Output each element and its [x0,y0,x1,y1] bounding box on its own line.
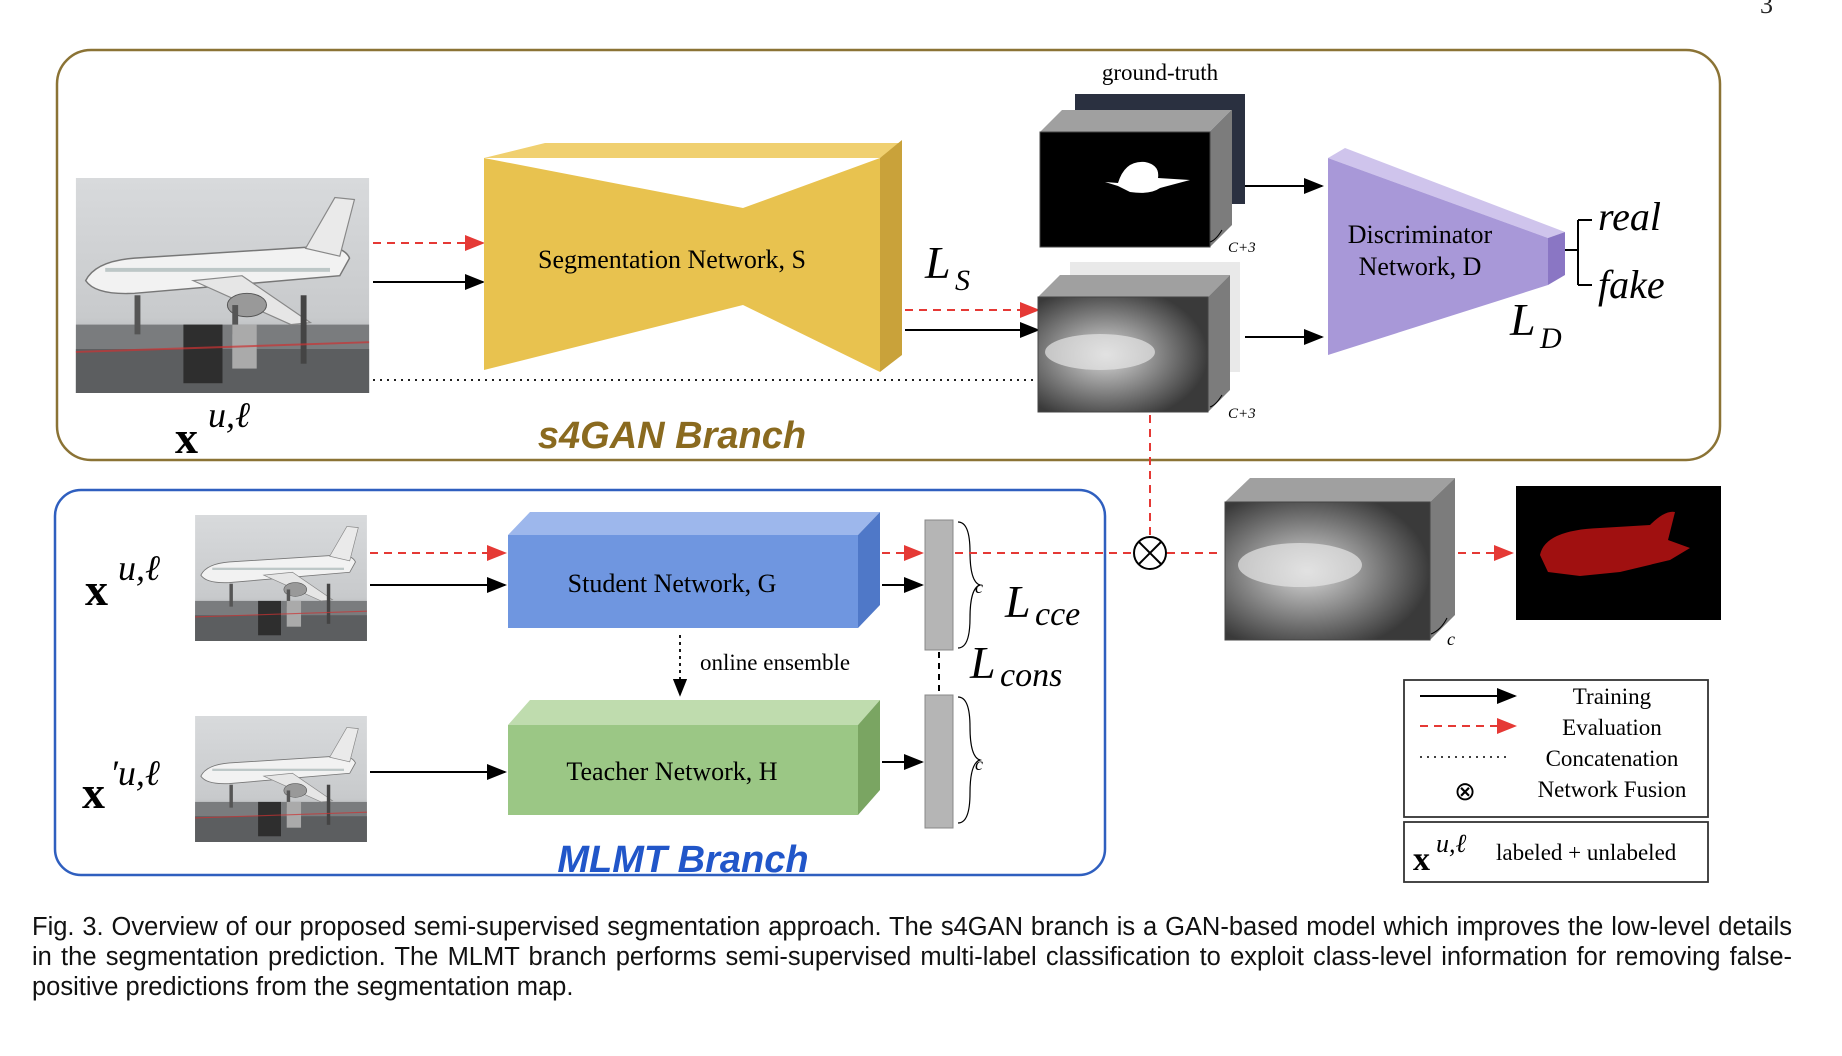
real-fake-bracket [1565,219,1592,286]
legend-x: x [1413,841,1430,878]
ground-truth-volume [1039,94,1245,248]
fake-label: fake [1598,262,1665,307]
fused-volume [1224,478,1455,641]
legend-fusion-symbol: ⊗ [1454,777,1476,807]
figure-caption: Fig. 3. Overview of our proposed semi-su… [32,913,1792,1001]
mlmt-input2-x: x [82,767,105,818]
s4gan-input-x: x [175,412,198,463]
mlmt-input-image-2 [195,716,367,842]
c3-label-a: C+3 [1228,240,1256,256]
teacher-network [508,700,880,815]
online-ensemble-label: online ensemble [700,650,850,675]
real-label: real [1598,194,1661,239]
student-network [508,512,880,628]
loss-d: L [1509,294,1536,345]
ground-truth-label: ground-truth [1102,60,1219,85]
prediction-volume [1037,262,1240,413]
loss-cce: L [1004,576,1031,627]
loss-s: L [924,237,951,288]
fused-c-label: c [1447,629,1455,649]
class-c-label-b: c [975,754,983,774]
disc-label-line1: Discriminator [1348,220,1493,249]
legend: ⊗ Training Evaluation Concatenation Netw… [1403,679,1709,818]
segmentation-network-label: Segmentation Network, S [538,245,806,274]
student-network-label: Student Network, G [568,569,777,598]
page-number: 3 [1760,0,1773,19]
discriminator-network [1328,148,1565,355]
legend-x-sup: u,ℓ [1436,829,1467,858]
s4gan-branch-title: s4GAN Branch [538,415,806,457]
loss-cce-sub: cce [1035,596,1080,633]
mlmt-branch-box [53,488,1107,877]
loss-d-sub: D [1539,322,1562,355]
legend-training: Training [1573,684,1652,709]
teacher-network-label: Teacher Network, H [566,757,777,786]
mlmt-input1-x: x [85,564,108,615]
mlmt-input1-sup: u,ℓ [118,548,160,588]
class-c-label-a: c [975,577,983,597]
legend-input-box: x u,ℓ labeled + unlabeled [1403,821,1709,883]
teacher-class-vector [924,694,954,829]
legend-x-desc: labeled + unlabeled [1496,840,1677,865]
loss-cons-sub: cons [1000,657,1062,694]
mlmt-branch-title: MLMT Branch [557,839,808,881]
s4gan-input-image [75,178,370,393]
network-fusion-node [1133,536,1167,570]
c3-label-b: C+3 [1228,406,1256,422]
s4gan-input-sup: u,ℓ [208,395,250,435]
disc-label-line2: Network, D [1359,252,1482,281]
loss-s-sub: S [955,264,970,297]
segmentation-network [484,140,902,372]
loss-cons: L [969,637,996,688]
mlmt-input2-sup: ′u,ℓ [110,753,160,793]
s4gan-branch-box [55,48,1722,462]
legend-network-fusion: Network Fusion [1538,777,1687,802]
legend-evaluation: Evaluation [1562,715,1662,740]
student-class-vector [924,519,954,651]
output-segmentation-map [1516,486,1721,620]
legend-concatenation: Concatenation [1546,746,1679,771]
mlmt-input-image-1 [195,515,367,641]
